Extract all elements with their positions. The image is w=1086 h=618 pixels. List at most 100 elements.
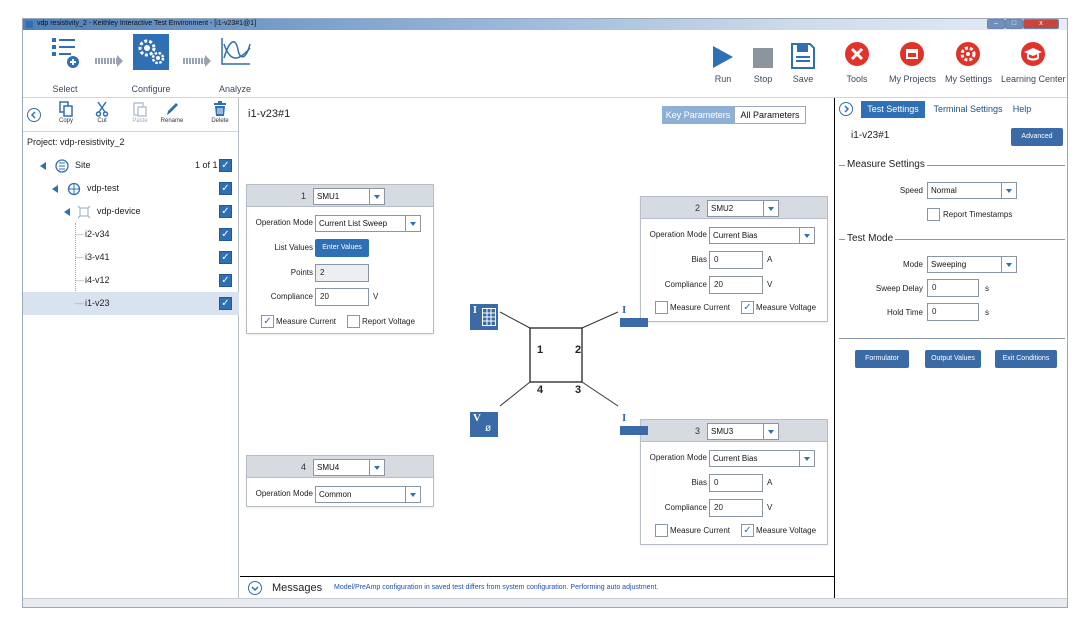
cut-button[interactable]: Cut — [87, 101, 117, 124]
minimize-button[interactable]: – — [987, 19, 1005, 29]
smu1-instrument-select[interactable]: SMU1 — [313, 188, 385, 205]
scissors-icon — [95, 101, 109, 117]
save-button[interactable]: Save — [789, 42, 817, 88]
tree-item-site[interactable]: Site 1 of 1 ✓ — [23, 154, 239, 177]
measure-voltage-checkbox[interactable]: ✓ — [741, 301, 754, 314]
flow-arrow-icon — [95, 55, 123, 67]
window-title: vdp resistivity_2 - Keithley Interactive… — [37, 20, 257, 27]
sweep-delay-input[interactable]: 0 — [927, 279, 979, 297]
smu3-operation-mode-select[interactable]: Current Bias — [709, 450, 815, 467]
vdp-device-checkbox[interactable]: ✓ — [219, 205, 232, 218]
device-node-2: 2 — [575, 344, 582, 356]
horizontal-scrollbar[interactable] — [23, 598, 1067, 607]
tab-help[interactable]: Help — [1012, 104, 1032, 114]
smu4-operation-mode-select[interactable]: Common — [315, 486, 421, 503]
exit-conditions-button[interactable]: Exit Conditions — [995, 350, 1057, 368]
tab-all-parameters[interactable]: All Parameters — [734, 106, 806, 124]
close-button[interactable]: x — [1023, 19, 1059, 29]
tools-button[interactable]: Tools — [839, 42, 875, 88]
terminal-number: 3 — [695, 426, 701, 436]
analyze-button[interactable]: Analyze — [213, 32, 257, 94]
smu3-instrument-select[interactable]: SMU3 — [707, 423, 779, 440]
paste-button[interactable]: Paste — [125, 101, 155, 124]
measure-current-checkbox[interactable]: ✓ — [655, 524, 668, 537]
tree-branch: — — [75, 229, 84, 239]
hold-time-input[interactable]: 0 — [927, 303, 979, 321]
configure-button[interactable]: Configure — [127, 32, 175, 94]
maximize-button[interactable]: □ — [1005, 19, 1023, 29]
my-settings-label: My Settings — [945, 74, 993, 84]
terminal-3-current-bias-icon: I — [620, 412, 648, 438]
report-timestamps-label: Report Timestamps — [943, 210, 1013, 219]
smu2-instrument-select[interactable]: SMU2 — [707, 200, 779, 217]
delete-button[interactable]: Delete — [205, 101, 235, 124]
compliance-input[interactable]: 20 — [709, 499, 763, 517]
tree-item-test[interactable]: — i3-v41 ✓ — [23, 246, 239, 269]
chevron-right-icon — [844, 105, 850, 113]
tree-item-vdp-device[interactable]: vdp-device ✓ — [23, 200, 239, 223]
test-checkbox[interactable]: ✓ — [219, 297, 232, 310]
mode-value: Sweeping — [931, 260, 967, 269]
compliance-input[interactable]: 20 — [709, 276, 763, 294]
smu1-operation-mode-select[interactable]: Current List Sweep — [315, 215, 421, 232]
formulator-button[interactable]: Formulator — [855, 350, 909, 368]
terminal-2-current-bias-icon: I — [620, 304, 648, 330]
test-checkbox[interactable]: ✓ — [219, 251, 232, 264]
measure-current-checkbox[interactable]: ✓ — [655, 301, 668, 314]
site-checkbox[interactable]: ✓ — [219, 159, 232, 172]
select-button[interactable]: Select — [43, 32, 87, 94]
my-projects-button[interactable]: My Projects — [889, 42, 937, 88]
tab-test-settings[interactable]: Test Settings — [861, 101, 925, 118]
play-icon — [713, 46, 733, 68]
stop-button[interactable]: Stop — [749, 44, 777, 88]
bias-input[interactable]: 0 — [709, 474, 763, 492]
operation-mode-value: Current List Sweep — [319, 219, 388, 228]
section-divider — [839, 338, 1065, 339]
compliance-input[interactable]: 20 — [315, 288, 369, 306]
measure-current-checkbox[interactable]: ✓ — [261, 315, 274, 328]
learning-center-button[interactable]: Learning Center — [1001, 42, 1066, 88]
chevron-down-icon — [369, 189, 384, 204]
device-group-icon — [67, 182, 81, 196]
mode-select[interactable]: Sweeping — [927, 256, 1017, 273]
tree-item-test-selected[interactable]: — i1-v23 ✓ — [23, 292, 239, 315]
output-values-button[interactable]: Output Values — [925, 350, 981, 368]
collapse-left-button[interactable] — [27, 108, 41, 122]
analyze-label: Analyze — [218, 84, 252, 94]
vdp-test-checkbox[interactable]: ✓ — [219, 182, 232, 195]
list-values-label: List Values — [274, 243, 313, 252]
tree-item-vdp-test[interactable]: vdp-test ✓ — [23, 177, 239, 200]
terminal-1-current-list-icon: I — [470, 304, 498, 330]
messages-title: Messages — [272, 582, 323, 594]
enter-values-button[interactable]: Enter Values — [315, 239, 369, 257]
tab-terminal-settings[interactable]: Terminal Settings — [933, 104, 1003, 114]
compliance-label: Compliance — [664, 280, 707, 289]
tree-item-test[interactable]: — i4-v12 ✓ — [23, 269, 239, 292]
report-voltage-checkbox[interactable]: ✓ — [347, 315, 360, 328]
tree-item-test[interactable]: — i2-v34 ✓ — [23, 223, 239, 246]
collapse-right-button[interactable] — [839, 102, 853, 116]
smu4-instrument-select[interactable]: SMU4 — [313, 459, 385, 476]
smu2-panel: 2 SMU2 Operation Mode Current Bias Bias … — [640, 196, 828, 322]
smu2-operation-mode-select[interactable]: Current Bias — [709, 227, 815, 244]
copy-button[interactable]: Copy — [51, 101, 81, 124]
report-timestamps-checkbox[interactable]: ✓ — [927, 208, 940, 221]
speed-select[interactable]: Normal — [927, 182, 1017, 199]
bias-input[interactable]: 0 — [709, 251, 763, 269]
chevron-down-icon — [251, 586, 259, 592]
my-projects-label: My Projects — [889, 74, 937, 84]
expand-messages-button[interactable] — [248, 581, 262, 595]
test-checkbox[interactable]: ✓ — [219, 228, 232, 241]
operation-mode-value: Current Bias — [713, 231, 758, 240]
rename-button[interactable]: Rename — [157, 101, 187, 124]
run-button[interactable]: Run — [709, 44, 737, 88]
bias-bar-icon — [620, 426, 648, 435]
test-mode-section: Test Mode — [839, 233, 1065, 245]
advanced-button[interactable]: Advanced — [1011, 128, 1063, 146]
tab-key-parameters[interactable]: Key Parameters — [662, 106, 734, 124]
speed-value: Normal — [931, 186, 957, 195]
test-checkbox[interactable]: ✓ — [219, 274, 232, 287]
measure-voltage-checkbox[interactable]: ✓ — [741, 524, 754, 537]
my-settings-button[interactable]: My Settings — [945, 42, 993, 88]
chevron-down-icon — [763, 424, 778, 439]
